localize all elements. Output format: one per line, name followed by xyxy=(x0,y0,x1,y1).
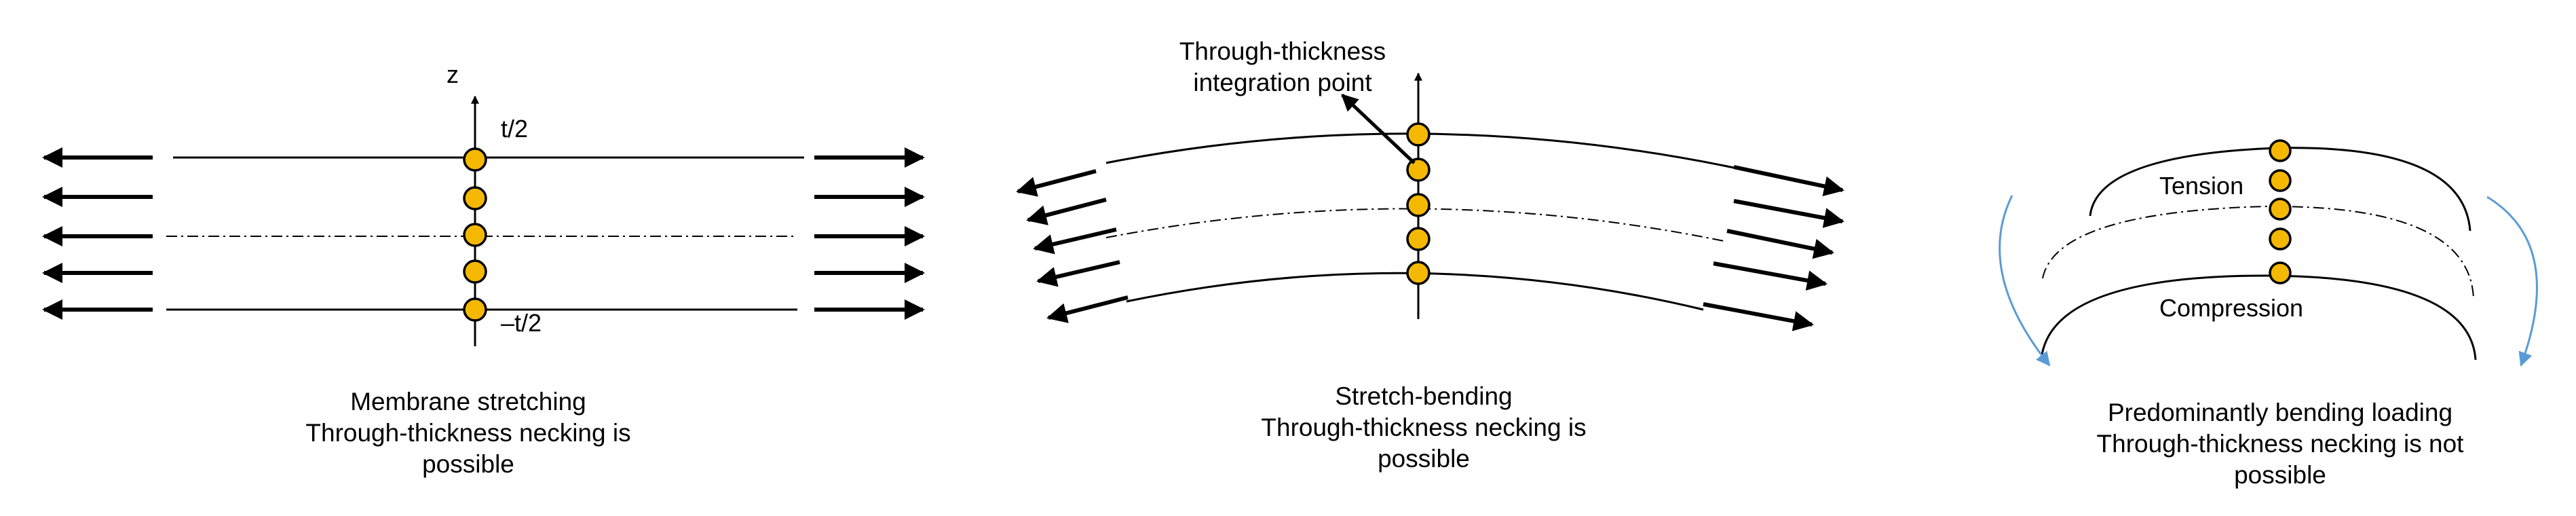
panel-membrane-stretching: z t/2 –t/2 Membrane stretching Through-t… xyxy=(42,60,925,478)
integration-point-marker xyxy=(2269,261,2292,284)
force-arrow xyxy=(1703,302,1814,331)
panel-stretch-bending: Through-thickness integration point Stre… xyxy=(1016,37,1844,473)
left-force-arrows xyxy=(42,147,153,320)
bending-direction-arrow xyxy=(1999,195,2051,367)
plate-mid-surface xyxy=(1105,208,1728,242)
integration-point-marker xyxy=(2269,198,2292,221)
annotation-pointer-arrow xyxy=(1341,94,1416,164)
panel-pure-bending: Tension Compression Predominantly bendin… xyxy=(1999,139,2538,489)
integration-point-marker xyxy=(463,259,487,284)
integration-point-marker xyxy=(463,223,487,247)
left-force-arrows xyxy=(1016,169,1129,323)
force-arrow xyxy=(1033,227,1117,255)
integration-points xyxy=(463,147,487,322)
force-arrow xyxy=(1046,295,1129,323)
bent-plate xyxy=(2040,147,2477,361)
integration-point-annotation-line: integration point xyxy=(1193,69,1372,96)
caption-line: Predominantly bending loading xyxy=(2108,399,2452,426)
caption-line: Through-thickness necking is xyxy=(305,419,630,447)
integration-point-marker xyxy=(463,297,487,322)
caption-line: possible xyxy=(2234,461,2326,489)
force-arrow xyxy=(1026,198,1107,225)
z-axis-label: z xyxy=(447,60,459,88)
force-arrow xyxy=(1733,165,1844,197)
top-thickness-label: t/2 xyxy=(501,115,528,143)
integration-point-marker xyxy=(1406,261,1431,285)
integration-point-marker xyxy=(2269,227,2292,251)
caption-line: Membrane stretching xyxy=(350,388,586,416)
integration-point-marker xyxy=(2269,169,2292,192)
integration-point-marker xyxy=(463,147,487,172)
bending-direction-arrow xyxy=(2486,196,2538,367)
integration-point-marker xyxy=(463,186,487,210)
caption-line: Through-thickness necking is xyxy=(1261,413,1586,441)
force-arrow xyxy=(1726,229,1834,259)
force-arrow xyxy=(1713,261,1827,291)
integration-point-marker xyxy=(2269,139,2292,162)
bottom-thickness-label: –t/2 xyxy=(501,309,542,337)
panel-1-caption: Membrane stretching Through-thickness ne… xyxy=(305,388,630,478)
integration-point-annotation-line: Through-thickness xyxy=(1179,37,1386,65)
right-force-arrows xyxy=(814,147,925,320)
integration-point-marker xyxy=(1406,122,1431,147)
integration-point-marker xyxy=(1406,193,1431,217)
caption-line: Stretch-bending xyxy=(1335,382,1512,410)
force-arrow xyxy=(1733,199,1844,228)
integration-points xyxy=(1406,122,1431,285)
integration-point-marker xyxy=(1406,158,1431,182)
compression-label: Compression xyxy=(2159,294,2303,322)
tension-label: Tension xyxy=(2159,172,2243,200)
panel-2-caption: Stretch-bending Through-thickness neckin… xyxy=(1261,382,1586,473)
plate-mid-surface xyxy=(2042,205,2474,299)
force-arrow xyxy=(1036,260,1120,287)
force-arrow xyxy=(1016,169,1097,197)
caption-line: possible xyxy=(422,450,514,478)
caption-line: possible xyxy=(1378,445,1470,473)
caption-line: Through-thickness necking is not xyxy=(2097,430,2465,458)
right-force-arrows xyxy=(1703,165,1844,331)
panel-3-caption: Predominantly bending loading Through-th… xyxy=(2097,399,2465,489)
integration-points xyxy=(2269,139,2292,284)
integration-point-marker xyxy=(1406,227,1431,251)
